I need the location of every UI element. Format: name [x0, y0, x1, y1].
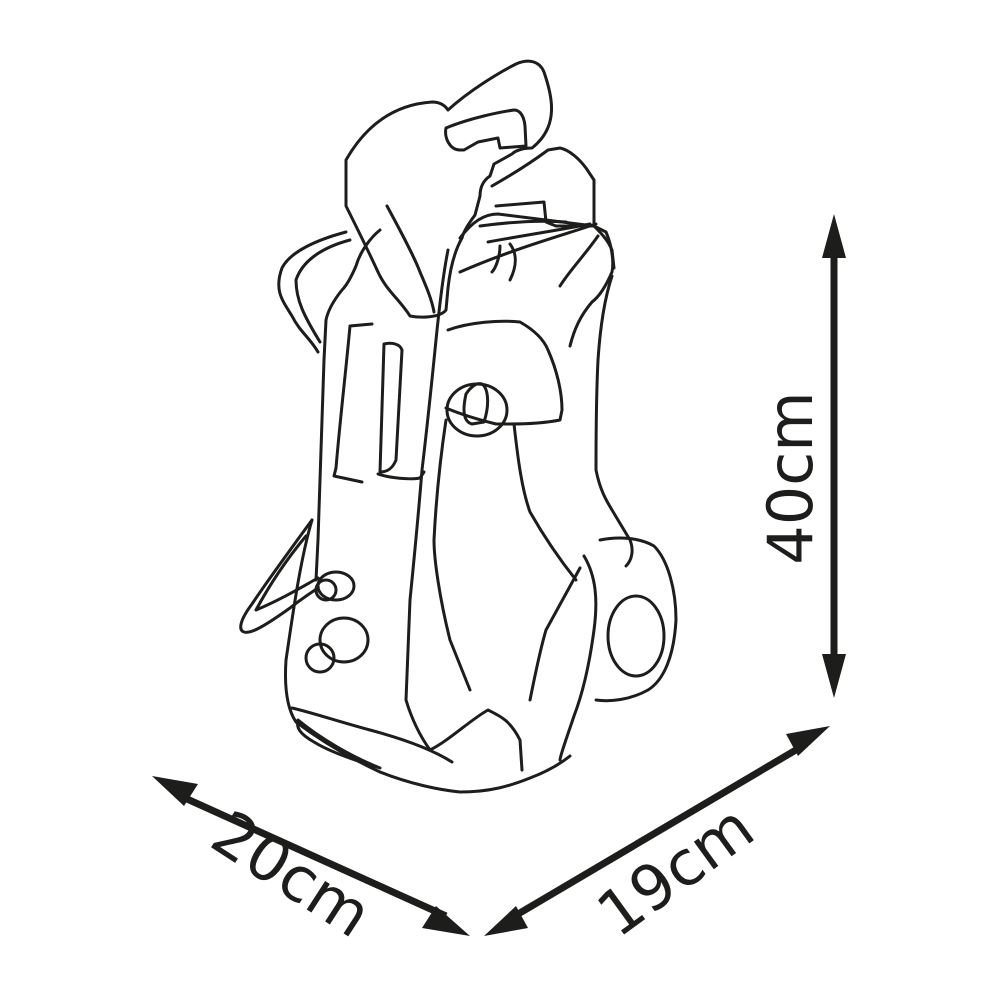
front-housing-right: [594, 274, 634, 568]
handle-grip: [344, 59, 553, 319]
arrow-upper-left-icon: [152, 776, 198, 806]
side-panel-left: [314, 228, 382, 582]
top-body-crease-6: [558, 234, 600, 288]
top-body-crease-4: [508, 242, 517, 282]
width-label: 20cm: [199, 796, 384, 952]
top-body: [458, 212, 615, 348]
side-strip-right: [376, 470, 426, 481]
dial-housing: [444, 319, 564, 426]
pressure-washer-drawing: [239, 59, 678, 794]
depth-label: 19cm: [584, 790, 767, 951]
connector-lower: [318, 616, 370, 664]
top-body-crease-1: [478, 219, 568, 228]
base-center-left: [404, 698, 432, 752]
trigger: [385, 204, 436, 314]
hose-loop-upper: [277, 230, 348, 354]
base-front: [284, 518, 572, 794]
connector-lower-cap: [304, 642, 336, 674]
connector-upper-cap: [314, 578, 338, 602]
top-body-crease-2: [486, 222, 592, 244]
height-label: 40cm: [754, 391, 827, 564]
depth-dimension-line: [506, 740, 808, 924]
front-housing-left: [404, 248, 450, 702]
hose-loop-upper-inner: [294, 238, 352, 344]
base-center-right: [428, 708, 524, 772]
side-panel-strip: [332, 322, 374, 484]
base-slot: [296, 718, 382, 770]
hose-inner: [254, 534, 320, 612]
width-dimension: 20cm: [152, 776, 470, 952]
arrow-lower-right-icon: [422, 906, 470, 936]
dial-knob: [462, 382, 490, 426]
body-crease-right: [512, 422, 578, 582]
height-dimension: 40cm: [754, 214, 846, 698]
wheel-housing: [594, 536, 678, 703]
wheel-arch: [558, 554, 598, 762]
arrow-up-icon: [822, 214, 846, 258]
top-body-crease-3: [490, 244, 502, 274]
handle-slot: [444, 108, 528, 152]
top-body-crease-5: [458, 222, 598, 274]
arrow-upper-right-icon: [786, 726, 830, 756]
depth-dimension: 19cm: [484, 726, 830, 951]
arrow-down-icon: [822, 654, 846, 698]
hose-outer: [239, 518, 320, 634]
body-crease-lower: [528, 566, 582, 702]
rear-frame: [490, 146, 616, 270]
wheel-rim: [606, 594, 666, 678]
body-crease-mid: [432, 418, 472, 692]
dial-ring: [445, 382, 509, 438]
side-strip-inner: [378, 341, 404, 474]
arrow-lower-left-icon: [484, 906, 528, 936]
width-dimension-line: [174, 790, 448, 920]
